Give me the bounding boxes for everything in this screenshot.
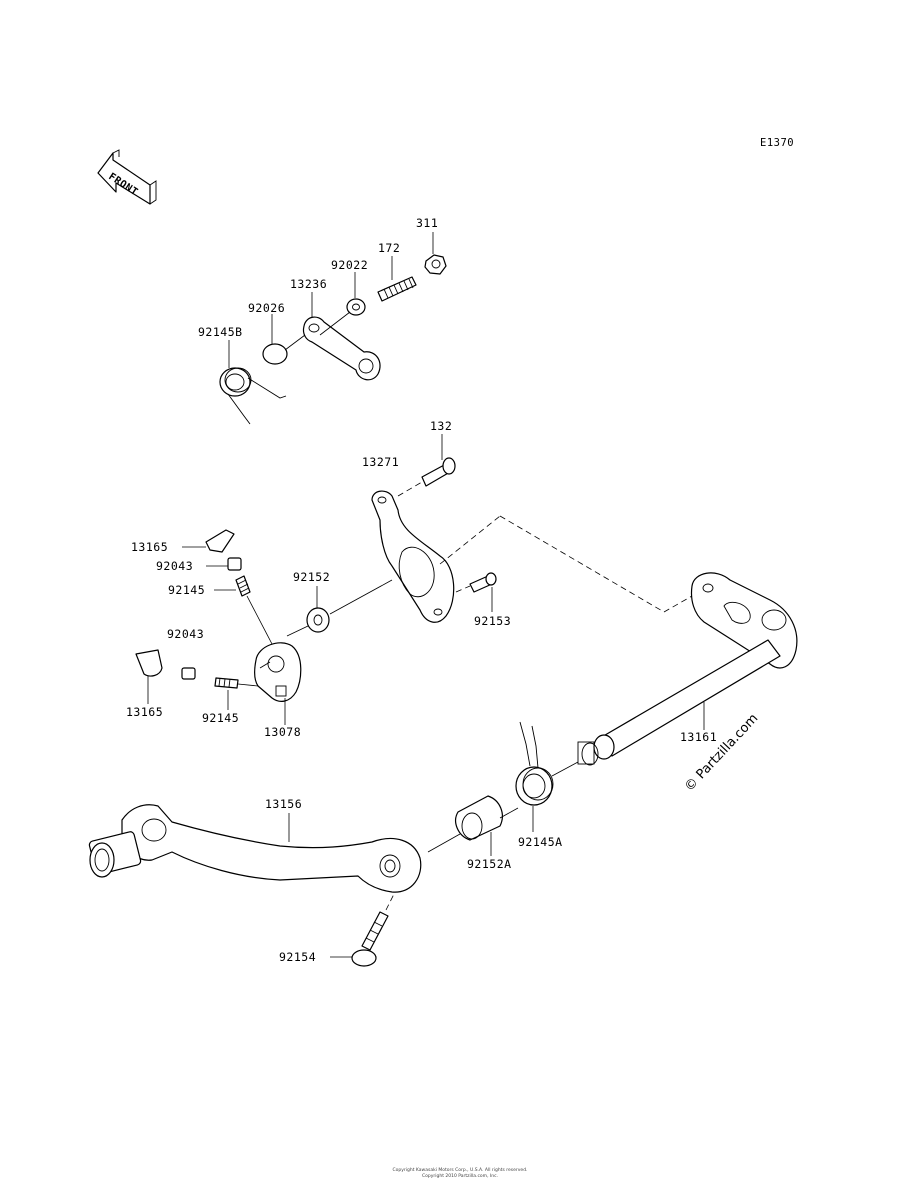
label-13078: 13078 bbox=[264, 725, 301, 739]
part-13271-plate[interactable] bbox=[371, 490, 455, 623]
label-172: 172 bbox=[378, 241, 400, 255]
part-92153-bolt[interactable] bbox=[469, 572, 497, 593]
label-13156: 13156 bbox=[265, 797, 302, 811]
label-92154: 92154 bbox=[279, 950, 316, 964]
part-311-nut[interactable] bbox=[424, 254, 447, 275]
diagram-code: E1370 bbox=[760, 137, 795, 149]
label-92145B: 92145B bbox=[198, 325, 243, 339]
label-92145-top: 92145 bbox=[168, 583, 205, 597]
part-13161-shaft[interactable] bbox=[577, 572, 798, 766]
part-92152-washer[interactable] bbox=[306, 607, 330, 633]
label-92043-top: 92043 bbox=[156, 559, 193, 573]
part-92022-washer[interactable] bbox=[346, 298, 366, 316]
watermark: © Partzilla.com bbox=[682, 711, 761, 795]
part-92145-spring-top[interactable] bbox=[235, 575, 251, 597]
part-92145-spring-bottom[interactable] bbox=[214, 677, 239, 689]
label-311: 311 bbox=[416, 216, 438, 230]
label-92145-bottom: 92145 bbox=[202, 711, 239, 725]
part-92043-pin-top[interactable] bbox=[227, 557, 242, 571]
label-92153: 92153 bbox=[474, 614, 511, 628]
front-arrow-icon: FRONT bbox=[97, 149, 157, 205]
label-92152A: 92152A bbox=[467, 857, 512, 871]
label-13271: 13271 bbox=[362, 455, 399, 469]
label-132: 132 bbox=[430, 419, 452, 433]
part-13165-pawl-top[interactable] bbox=[205, 529, 235, 553]
label-13236: 13236 bbox=[290, 277, 327, 291]
copyright-line-1: Copyright Kawasaki Motors Corp., U.S.A. … bbox=[392, 1168, 528, 1173]
part-92026-washer[interactable] bbox=[262, 343, 288, 365]
part-132-bolt[interactable] bbox=[421, 457, 456, 487]
part-92154-bolt[interactable] bbox=[351, 911, 389, 967]
part-92152A-collar[interactable] bbox=[455, 795, 503, 841]
part-92145B-spring[interactable] bbox=[219, 367, 287, 425]
part-13078-shifter[interactable] bbox=[254, 642, 302, 702]
part-92043-pin-bottom[interactable] bbox=[181, 667, 196, 680]
part-172-stud[interactable] bbox=[377, 276, 417, 302]
label-13165-bottom: 13165 bbox=[126, 705, 163, 719]
label-92152: 92152 bbox=[293, 570, 330, 584]
copyright-line-2: Copyright 2010 Partzilla.com, Inc. bbox=[421, 1174, 499, 1179]
label-13161: 13161 bbox=[680, 730, 717, 744]
part-13236-lever[interactable] bbox=[302, 316, 381, 381]
label-13165-top: 13165 bbox=[131, 540, 168, 554]
copyright-notice: Copyright Kawasaki Motors Corp., U.S.A. … bbox=[340, 1168, 580, 1180]
label-92043-left: 92043 bbox=[167, 627, 204, 641]
label-92026: 92026 bbox=[248, 301, 285, 315]
label-92022: 92022 bbox=[331, 258, 368, 272]
part-13165-pawl-bottom[interactable] bbox=[135, 649, 163, 677]
part-13156-pedal[interactable] bbox=[88, 804, 422, 893]
part-92145A-spring[interactable] bbox=[515, 721, 554, 806]
label-92145A: 92145A bbox=[518, 835, 563, 849]
